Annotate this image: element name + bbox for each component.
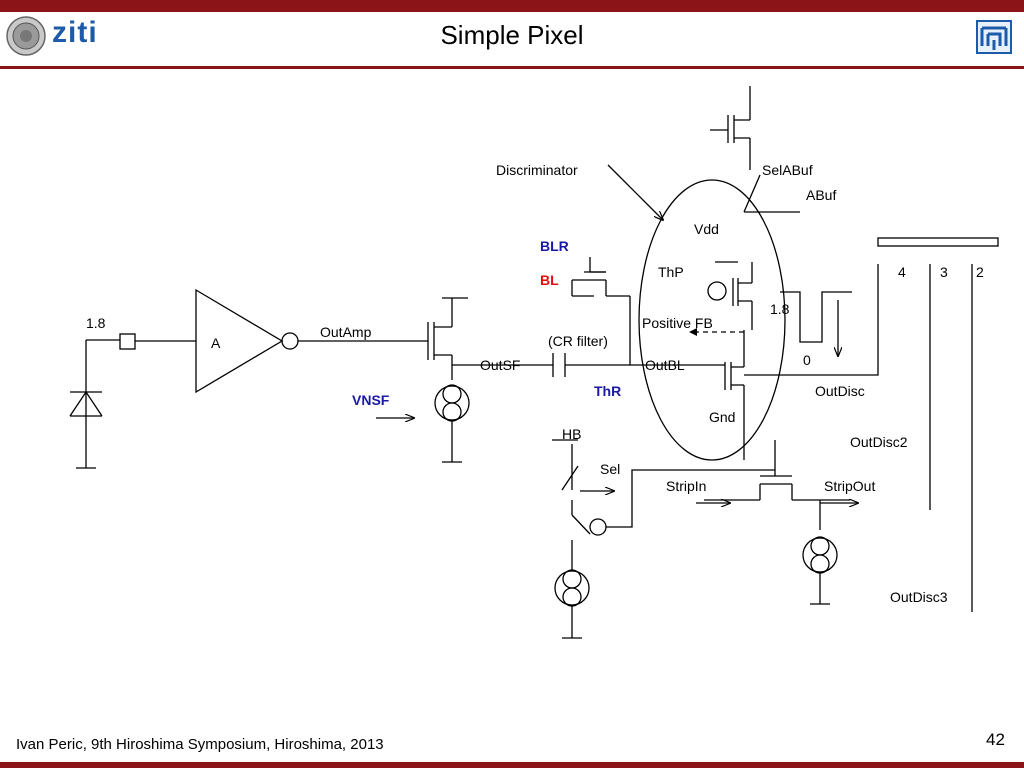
label-thp: ThP — [658, 264, 684, 280]
label-outdisc3: OutDisc3 — [890, 589, 948, 605]
bus-bar — [877, 237, 999, 247]
label-blr: BLR — [540, 238, 569, 254]
label-outsf: OutSF — [480, 357, 520, 373]
label-gnd: Gnd — [709, 409, 735, 425]
label-abuf: ABuf — [806, 187, 836, 203]
amplifier-triangle — [195, 288, 284, 394]
university-seal-icon — [6, 16, 46, 56]
label-bl: BL — [540, 272, 559, 288]
top-accent-bar — [0, 0, 1024, 12]
thp-bubble — [707, 281, 727, 301]
page-number: 42 — [986, 730, 1005, 749]
label-outdisc2: OutDisc2 — [850, 434, 908, 450]
label-vnsf: VNSF — [352, 392, 390, 408]
label-bus-3: 3 — [940, 264, 948, 280]
label-bus-2: 2 — [976, 264, 984, 280]
label-thr: ThR — [594, 383, 621, 399]
label-sel: Sel — [600, 461, 620, 477]
label-hb: HB — [562, 426, 581, 442]
label-selabuf: SelABuf — [762, 162, 813, 178]
label-discriminator: Discriminator — [496, 162, 578, 178]
label-v18-left: 1.8 — [86, 315, 106, 331]
footer-divider — [0, 762, 1024, 768]
label-bus-4: 4 — [898, 264, 906, 280]
slide-title: Simple Pixel — [440, 20, 584, 50]
label-outbl: OutBL — [645, 357, 685, 373]
diode-symbol — [69, 390, 103, 417]
discriminator-oval — [638, 179, 786, 461]
pixel-circuit-diagram: Discriminator SelABuf ABuf Vdd BLR BL Th… — [69, 86, 999, 639]
label-zero: 0 — [803, 352, 811, 368]
label-stripout: StripOut — [824, 478, 875, 494]
amplifier-output-bubble — [281, 332, 299, 350]
label-v18-right: 1.8 — [770, 301, 790, 317]
input-node — [119, 333, 136, 350]
label-amp: A — [211, 335, 221, 351]
label-outdisc: OutDisc — [815, 383, 865, 399]
ziti-logo: ziti — [52, 16, 98, 49]
header-divider — [0, 66, 1024, 69]
label-positive-fb: Positive FB — [642, 315, 713, 331]
label-vdd: Vdd — [694, 221, 719, 237]
label-stripin: StripIn — [666, 478, 706, 494]
label-outamp: OutAmp — [320, 324, 372, 340]
label-cr-filter: (CR filter) — [548, 333, 608, 349]
institute-logo-icon — [976, 20, 1012, 54]
footer-citation: Ivan Peric, 9th Hiroshima Symposium, Hir… — [16, 736, 384, 753]
